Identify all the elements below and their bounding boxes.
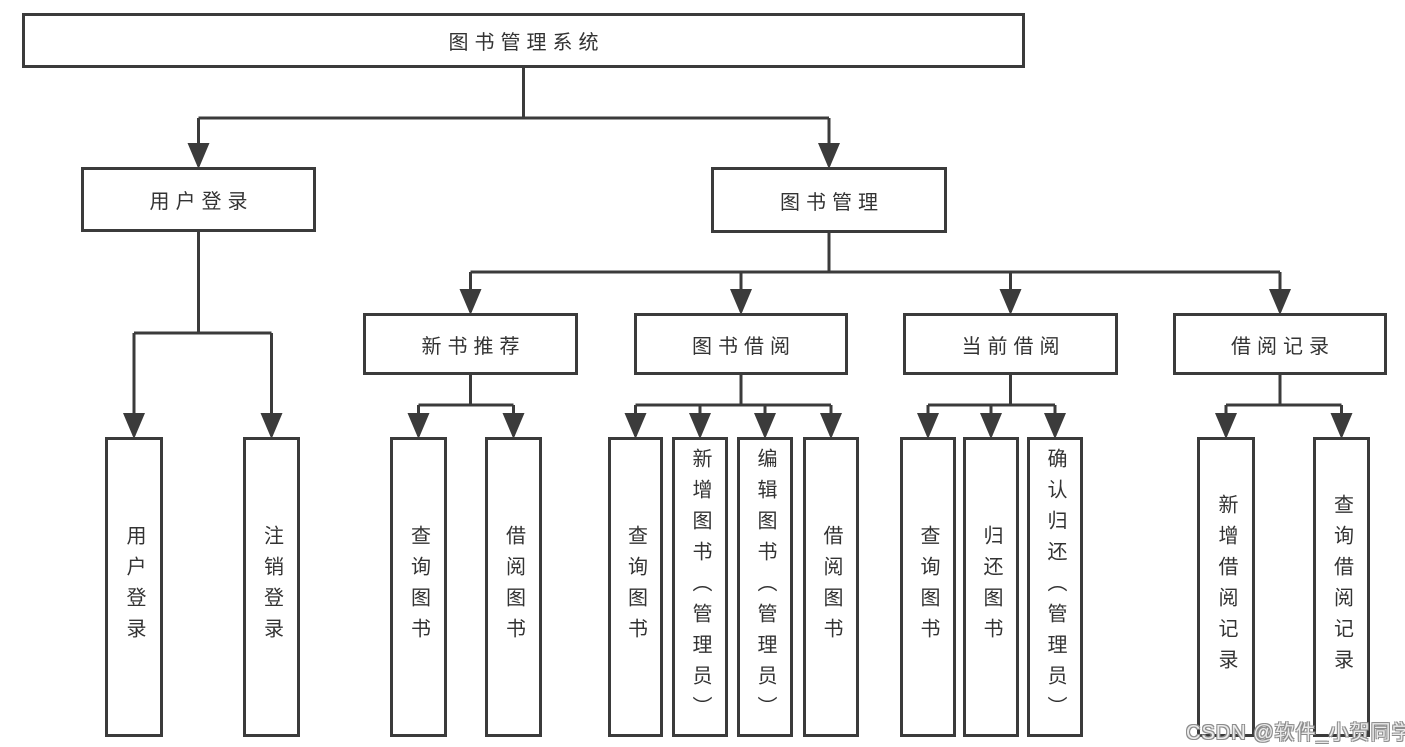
leaf-user-login: 用户登录 [105, 437, 163, 737]
leaf-return-books: 归还图书 [963, 437, 1019, 737]
node-label: 注销登录 [260, 525, 283, 649]
leaf-query-books-recommend: 查询图书 [390, 437, 447, 737]
node-label: 确认归还（管理员） [1044, 447, 1066, 727]
node-book-borrowing: 图书借阅 [634, 313, 848, 375]
arrowheads [123, 143, 1353, 439]
node-label: 借阅记录 [1231, 335, 1335, 358]
node-label: 用户登录 [123, 525, 145, 649]
node-label: 归还图书 [980, 525, 1002, 649]
node-label: 用户登录 [149, 191, 254, 213]
node-label: 新书推荐 [421, 335, 526, 358]
node-label: 查询图书 [624, 525, 647, 649]
leaf-query-borrow-record: 查询借阅记录 [1313, 437, 1370, 737]
node-new-book-recommend: 新书推荐 [363, 313, 578, 375]
node-label: 借阅图书 [820, 525, 842, 649]
node-label: 图书管理 [780, 191, 884, 214]
node-label: 查询图书 [407, 525, 430, 649]
node-label: 查询借阅记录 [1330, 494, 1353, 680]
node-label: 新增图书（管理员） [689, 447, 711, 727]
node-user-login: 用户登录 [81, 167, 316, 232]
leaf-add-books-admin: 新增图书（管理员） [672, 437, 728, 737]
node-label: 图书管理系统 [448, 32, 605, 54]
node-book-management: 图书管理 [711, 167, 947, 233]
leaf-query-books-current: 查询图书 [900, 437, 956, 737]
node-label: 当前借阅 [961, 335, 1066, 358]
node-label: 新增借阅记录 [1215, 494, 1237, 680]
node-current-borrowing: 当前借阅 [903, 313, 1118, 375]
node-label: 查询图书 [917, 525, 939, 649]
watermark-text: CSDN @软件_小贺同学 [1186, 722, 1405, 744]
leaf-confirm-return-admin: 确认归还（管理员） [1027, 437, 1083, 737]
leaf-logout: 注销登录 [243, 437, 300, 737]
leaf-borrow-books-recommend: 借阅图书 [485, 437, 542, 737]
tree-edges [132, 68, 1343, 436]
leaf-edit-books-admin: 编辑图书（管理员） [737, 437, 793, 737]
node-label: 编辑图书（管理员） [754, 447, 776, 727]
leaf-query-books-borrowing: 查询图书 [608, 437, 663, 737]
node-borrowing-records: 借阅记录 [1173, 313, 1387, 375]
node-label: 借阅图书 [502, 525, 525, 649]
node-label: 图书借阅 [692, 335, 796, 358]
leaf-add-borrow-record: 新增借阅记录 [1197, 437, 1255, 737]
leaf-borrow-books: 借阅图书 [803, 437, 859, 737]
node-library-system: 图书管理系统 [22, 13, 1025, 68]
